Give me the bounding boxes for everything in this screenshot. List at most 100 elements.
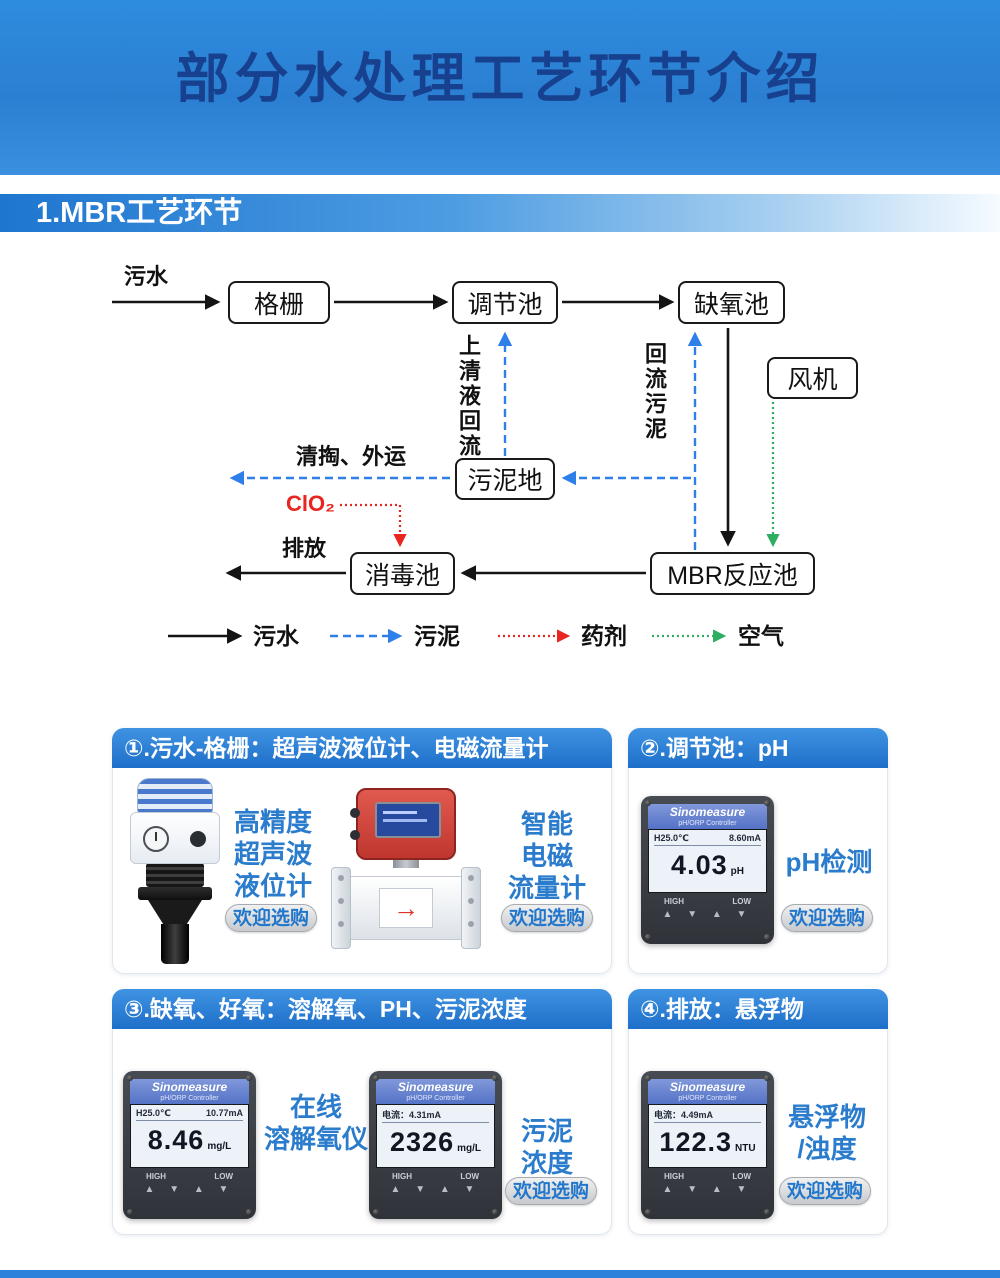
product-label-line: 超声波 [233,839,312,869]
chemical-flow-arrows-icon [340,503,571,643]
bottom-strip [0,1270,1000,1278]
card-body: Sinomeasure pH/ORP Controller H25.0℃ 10.… [112,1029,612,1235]
meter-lcd: H25.0℃ 8.60mA 4.03 pH [648,829,767,893]
lcd-value: 122.3 [659,1127,732,1157]
sludge-meter-device: Sinomeasure pH/ORP Controller 电流：4.31mA … [369,1071,502,1219]
product-label: 高精度 超声波 液位计 [225,806,321,902]
meter-high-low: HIGH LOW [664,1172,751,1181]
flow-label-discharge: 排放 [282,536,327,561]
lcd-value: 2326 [390,1127,455,1157]
meter-lcd: 电流：4.31mA 2326 mg/L [376,1104,495,1168]
meter-high-low: HIGH LOW [146,1172,233,1181]
ultrasonic-probe [161,924,189,964]
flow-node-disinfection-tank: 消毒池 [350,552,455,595]
flowmeter-converter [350,788,456,860]
turbidity-meter-device: Sinomeasure pH/ORP Controller 电流：4.49mA … [641,1071,774,1219]
product-label-line: 高精度 [233,807,312,837]
section-title: 1.MBR工艺环节 [36,197,243,229]
buy-badge[interactable]: 欢迎选购 [505,1177,597,1205]
buy-badge[interactable]: 欢迎选购 [225,904,317,932]
flowchart-arrows [112,294,780,644]
legend-label-chemical: 药剂 [581,623,627,649]
meter-lcd: H25.0℃ 10.77mA 8.46 mg/L [130,1104,249,1168]
meter-high-low: HIGH LOW [392,1172,479,1181]
product-label: pH检测 [779,846,879,878]
card-title: ③.缺氧、好氧：溶解氧、PH、污泥浓度 [112,989,612,1029]
do-meter-device: Sinomeasure pH/ORP Controller H25.0℃ 10.… [123,1071,256,1219]
product-cards: ①.污水-格栅：超声波液位计、电磁流量计 高精度 超声波 液位计 [112,728,888,1235]
meter-keypad-icon: ▲ ▼ ▲ ▼ [390,1184,481,1195]
buy-badge[interactable]: 欢迎选购 [781,904,873,932]
ultrasonic-horn [148,900,202,924]
flow-node-fan: 风机 [767,357,858,399]
card-body: Sinomeasure pH/ORP Controller H25.0℃ 8.6… [628,768,888,974]
flow-label-supernatant-return: 上清液回流 [456,334,481,459]
card-regulating-tank-ph: ②.调节池：pH Sinomeasure pH/ORP Controller H… [628,728,888,974]
lcd-current: 10.77mA [205,1108,243,1118]
product-label-line: 溶解氧仪 [263,1124,368,1154]
card-anoxic-aerobic-instruments: ③.缺氧、好氧：溶解氧、PH、污泥浓度 Sinomeasure pH/ORP C… [112,989,612,1235]
page-banner: 部分水处理工艺环节介绍 [0,0,1000,175]
product-label-line: /浊度 [797,1134,857,1164]
product-label: 污泥 浓度 [511,1115,583,1179]
flow-label-cleanout: 清掏、外运 [296,444,407,469]
flowmeter-display-icon [375,802,441,838]
page-title: 部分水处理工艺环节介绍 [175,49,825,109]
ultrasonic-nut [138,887,212,900]
product-label: 悬浮物 /浊度 [777,1101,877,1165]
ultrasonic-thread [146,863,204,887]
flowmeter-flange [331,867,351,949]
legend-label-sludge: 污泥 [414,623,460,649]
product-label-line: 智能 [520,809,573,839]
process-flowchart: 污水 格栅 调节池 缺氧池 风机 污泥地 消毒池 MBR反应池 上清液回流 回流… [0,250,1000,670]
product-label-line: 在线 [289,1092,342,1122]
product-label-line: 电磁 [520,841,573,871]
meter-keypad-icon: ▲ ▼ ▲ ▼ [662,909,753,920]
product-label-line: 悬浮物 [787,1102,866,1132]
card-body: 高精度 超声波 液位计 欢迎选购 → [112,768,612,974]
flow-label-clo2: ClO₂ [286,491,335,516]
product-label: 在线 溶解氧仪 [263,1091,369,1155]
flow-node-regulating-tank: 调节池 [452,281,558,324]
flowmeter-flange [461,867,481,949]
meter-brand: Sinomeasure pH/ORP Controller [376,1079,495,1104]
flow-node-mbr-tank: MBR反应池 [650,552,815,595]
lcd-unit: mg/L [457,1143,481,1154]
lcd-unit: pH [730,866,744,877]
ultrasonic-level-meter-image [127,778,223,964]
meter-high-low: HIGH LOW [664,897,751,906]
lcd-temp: H25.0℃ [136,1108,171,1118]
buy-badge[interactable]: 欢迎选购 [779,1177,871,1205]
product-label: 智能 电磁 流量计 [501,808,593,904]
lcd-current: 8.60mA [728,833,761,843]
sewage-flow-arrows-icon [112,294,736,644]
lcd-value: 4.03 [671,850,728,880]
electromagnetic-flowmeter-image: → [331,788,481,949]
product-label-line: 液位计 [233,871,312,901]
legend-label-sewage: 污水 [253,623,299,649]
cable-gland-icon [350,830,360,840]
lcd-value: 8.46 [147,1125,205,1155]
card-title: ④.排放：悬浮物 [628,989,888,1029]
lcd-current: 电流：4.31mA [382,1110,442,1120]
meter-keypad-icon: ▲ ▼ ▲ ▼ [144,1184,235,1195]
ph-meter-device: Sinomeasure pH/ORP Controller H25.0℃ 8.6… [641,796,774,944]
legend-label-air: 空气 [738,623,784,649]
card-discharge-suspended-solids: ④.排放：悬浮物 Sinomeasure pH/ORP Controller 电… [628,989,888,1235]
sludge-flow-arrows-icon [229,331,703,644]
flow-node-sludge-pit: 污泥地 [455,458,555,500]
meter-keypad-icon: ▲ ▼ ▲ ▼ [662,1184,753,1195]
meter-lcd: 电流：4.49mA 122.3 NTU [648,1104,767,1168]
flow-label-return-sludge: 回流污泥 [642,342,667,442]
lcd-unit: mg/L [207,1141,232,1152]
lcd-temp: H25.0℃ [654,833,689,843]
lcd-unit: NTU [735,1143,756,1154]
section-header: 1.MBR工艺环节 [0,194,1000,232]
flowmeter-body: → [331,867,481,949]
card-body: Sinomeasure pH/ORP Controller 电流：4.49mA … [628,1029,888,1235]
ultrasonic-cap [137,778,213,814]
product-label-line: 流量计 [507,873,586,903]
lcd-current: 电流：4.49mA [654,1110,714,1120]
buy-badge[interactable]: 欢迎选购 [501,904,593,932]
